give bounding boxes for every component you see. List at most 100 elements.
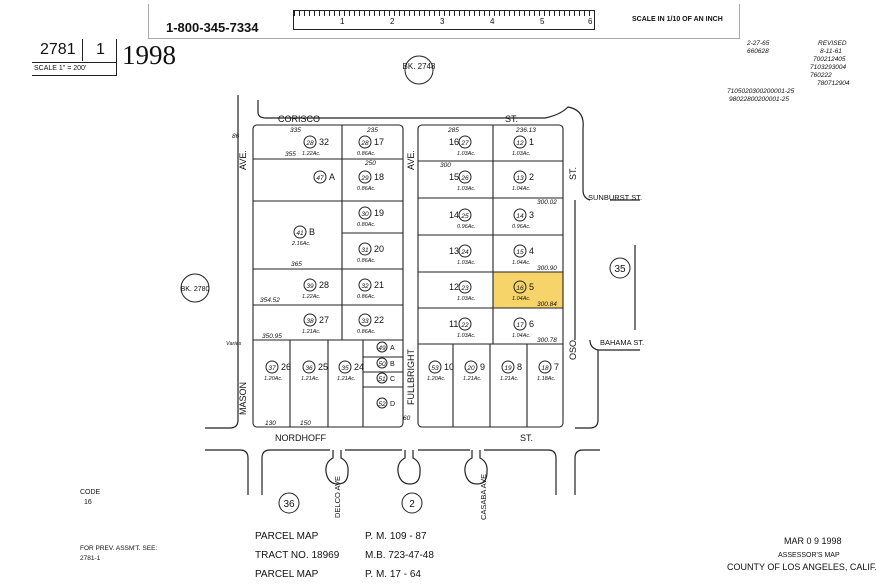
parcel-number-circle	[513, 170, 527, 184]
revision-line: 660628	[747, 48, 769, 55]
page-east-label: 35	[614, 264, 626, 275]
east-edges	[575, 199, 640, 429]
parcel-number-circle	[358, 313, 372, 327]
parcel-lines	[252, 124, 564, 428]
ruler-tick: 3	[440, 17, 445, 26]
dim: 86	[232, 133, 240, 140]
parcel-number-circle	[458, 317, 472, 331]
reference-value: P. M. 17 - 64	[365, 569, 421, 580]
parcel-area: 1.04Ac.	[512, 296, 531, 302]
lot-number: 8	[517, 362, 522, 372]
parcel-number: 16	[516, 285, 524, 292]
parcel-area: 0.96Ac.	[512, 224, 531, 230]
parcel-number-circle	[458, 280, 472, 294]
parcel-number-circle	[458, 244, 472, 258]
street-nordhoff: NORDHOFF	[275, 433, 326, 443]
lot-number: 24	[354, 362, 364, 372]
parcel-number: 28	[360, 140, 369, 147]
street-fullbright: FULLBRIGHT	[406, 348, 416, 405]
parcel-area: 1.22Ac.	[302, 151, 321, 157]
map-id-box: 2781 1 SCALE 1" = 200'	[32, 39, 117, 76]
revision-line: 2-27-65	[747, 40, 770, 47]
reference-label: PARCEL MAP	[255, 569, 319, 580]
highlighted-parcel[interactable]	[493, 272, 563, 308]
adjacent-book-west[interactable]	[180, 273, 210, 303]
code-value: 16	[84, 499, 92, 506]
parcel-number-circle	[458, 135, 472, 149]
dimension-labels: 335 235 285 236.13 355 250 365 354.52 35…	[226, 127, 557, 427]
parcel-number-circle	[358, 206, 372, 220]
divider	[32, 62, 116, 63]
dim: 235	[366, 127, 378, 134]
parcel-number-circle	[338, 360, 352, 374]
parcel-number: 35	[341, 365, 349, 372]
reference-row: PARCEL MAP P. M. 17 - 64	[255, 565, 495, 584]
parcel-area: 1.20Ac.	[264, 376, 283, 382]
parcel-number-circle	[501, 360, 515, 374]
parcel-number: 36	[305, 365, 313, 372]
adjacent-page-east[interactable]	[609, 257, 631, 279]
revision-line: 700212405	[813, 56, 846, 63]
parcel-number-circle	[376, 341, 388, 353]
parcel-number-circle	[513, 244, 527, 258]
parcel-number-circle	[513, 280, 527, 294]
adjacent-page-south[interactable]	[401, 492, 423, 514]
lot-number: 9	[480, 362, 485, 372]
dim: 236.13	[515, 127, 536, 134]
revised-label: REVISED	[818, 40, 847, 47]
parcel-number: 38	[306, 318, 314, 325]
reference-label: PARCEL MAP	[255, 531, 319, 542]
parcel-number: 41	[296, 230, 304, 237]
parcel-area: 1.21Ac.	[337, 376, 356, 382]
lot-number: 3	[529, 210, 534, 220]
adjacent-book-north[interactable]	[404, 55, 434, 85]
parcel-area: 0.86Ac.	[357, 258, 376, 264]
parcel-number-circle	[513, 135, 527, 149]
parcel-number-circle	[358, 170, 372, 184]
dim: 350.95	[262, 333, 282, 340]
map-year: 1998	[122, 40, 176, 70]
lot-number: 2	[529, 172, 534, 182]
parcel-area: 1.21Ac.	[463, 376, 482, 382]
lot-number: 14	[449, 210, 459, 220]
parcel-24[interactable]: 35 24 1.21Ac.	[337, 360, 364, 382]
dim: 130	[265, 420, 276, 427]
parcel-area: 1.03Ac.	[512, 151, 531, 157]
adjacent-page-southwest[interactable]	[278, 492, 300, 514]
parcel-number-circle	[293, 225, 307, 239]
